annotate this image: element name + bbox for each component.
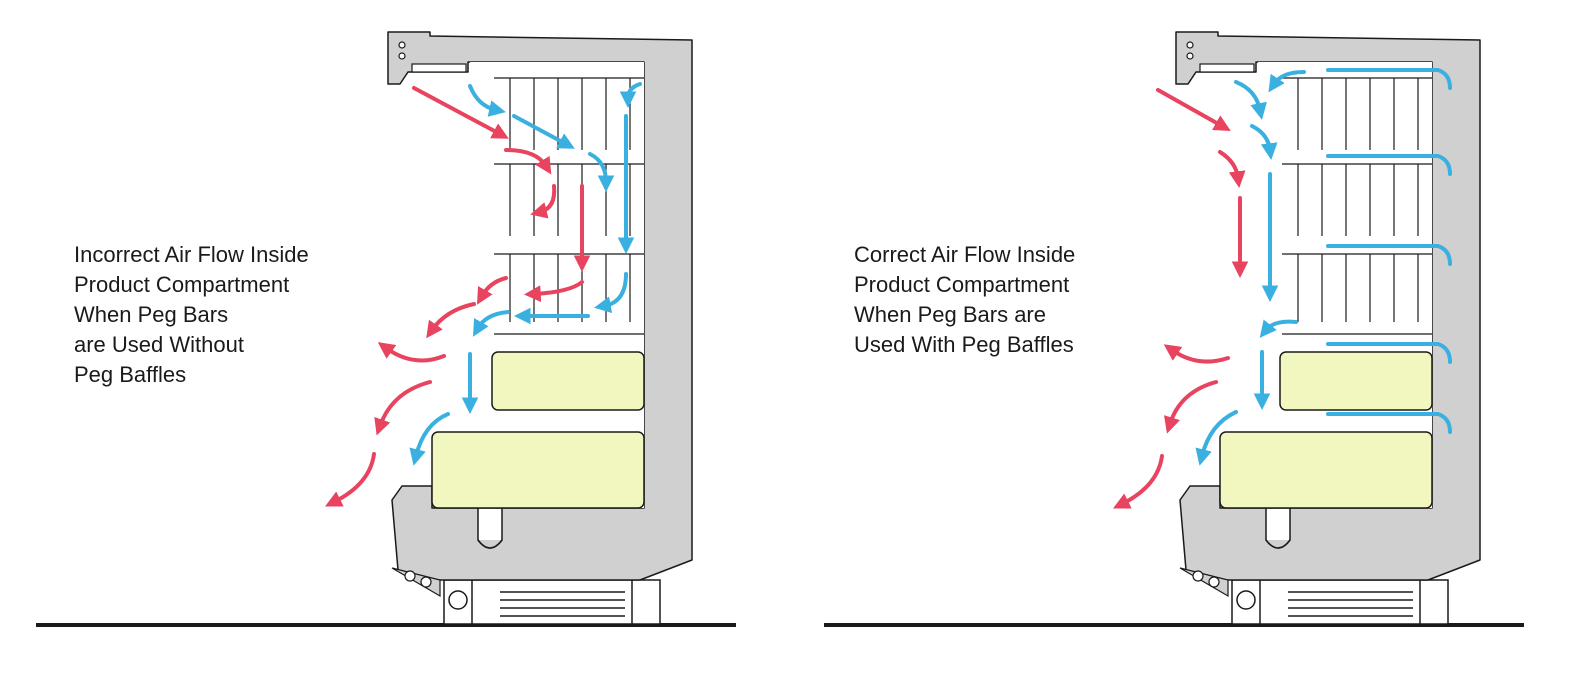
red-arrow	[412, 86, 509, 139]
red-arrow	[426, 302, 476, 339]
bottom-front-grille	[391, 567, 441, 598]
blue-arrow	[594, 272, 628, 314]
blue-arrow	[1268, 70, 1306, 93]
bottom-front-grille	[1179, 567, 1229, 598]
screw	[1186, 41, 1194, 49]
screw	[1186, 52, 1194, 60]
product-box-lower	[1219, 431, 1433, 509]
blue-arrow	[1259, 319, 1298, 338]
blue-arrow	[1250, 124, 1278, 161]
display-case-diagram	[36, 31, 736, 627]
blue-arrow	[472, 310, 510, 337]
peg-baffles	[1326, 68, 1452, 434]
caption-line: Product Compartment	[74, 272, 290, 297]
warm-air-arrows	[1112, 88, 1249, 509]
red-arrow	[1112, 454, 1164, 509]
red-arrow	[504, 148, 552, 175]
base-unit	[443, 579, 661, 625]
blue-arrow	[409, 412, 450, 466]
base-unit	[1231, 579, 1449, 625]
blue-arrow	[588, 152, 615, 193]
product-box-upper	[491, 351, 645, 411]
red-arrow	[374, 380, 432, 436]
caption-line: Correct Air Flow Inside	[854, 242, 1076, 267]
caption-line: are Used Without	[74, 332, 244, 357]
peg-baffle	[1326, 68, 1452, 90]
blue-arrow	[1195, 410, 1238, 466]
peg-bars	[1282, 77, 1432, 335]
incorrect-airflow-panel: Incorrect Air Flow Inside Product Compar…	[36, 31, 736, 627]
peg-baffle	[1326, 412, 1452, 434]
red-arrow	[476, 276, 508, 305]
product-box-lower	[431, 431, 645, 509]
top-grille	[1199, 63, 1255, 73]
caption-line: When Peg Bars	[74, 302, 229, 327]
top-grille	[411, 63, 467, 73]
screw	[398, 52, 406, 60]
red-arrow	[1156, 88, 1231, 131]
cold-air-arrows	[409, 82, 642, 466]
caption-line: When Peg Bars are	[854, 302, 1046, 327]
peg-baffle	[1326, 244, 1452, 266]
red-arrow	[523, 280, 584, 303]
correct-airflow-panel: Correct Air Flow Inside Product Compartm…	[796, 0, 1592, 680]
red-arrow	[1218, 150, 1246, 189]
red-arrow	[1163, 344, 1230, 364]
caption-line: Product Compartment	[854, 272, 1070, 297]
screw	[398, 41, 406, 49]
product-box-upper	[1279, 351, 1433, 411]
caption-line: Used With Peg Baffles	[854, 332, 1074, 357]
blue-arrow	[512, 114, 575, 149]
caption-line: Peg Baffles	[74, 362, 187, 387]
red-arrow	[530, 184, 557, 219]
red-arrow	[324, 452, 376, 507]
warm-air-arrows	[324, 86, 591, 507]
display-case-diagram	[824, 31, 1524, 627]
peg-baffle	[1326, 342, 1452, 364]
blue-arrow	[619, 82, 642, 109]
red-arrow	[1163, 380, 1218, 434]
red-arrow	[377, 342, 446, 363]
caption-line: Incorrect Air Flow Inside	[74, 242, 309, 267]
peg-baffle	[1326, 154, 1452, 176]
blue-arrow	[1234, 80, 1267, 120]
incorrect-airflow-caption: Incorrect Air Flow Inside Product Compar…	[74, 240, 309, 390]
correct-airflow-caption: Correct Air Flow Inside Product Compartm…	[854, 240, 1075, 360]
cold-air-arrows	[1195, 70, 1306, 466]
blue-arrow	[468, 84, 506, 117]
